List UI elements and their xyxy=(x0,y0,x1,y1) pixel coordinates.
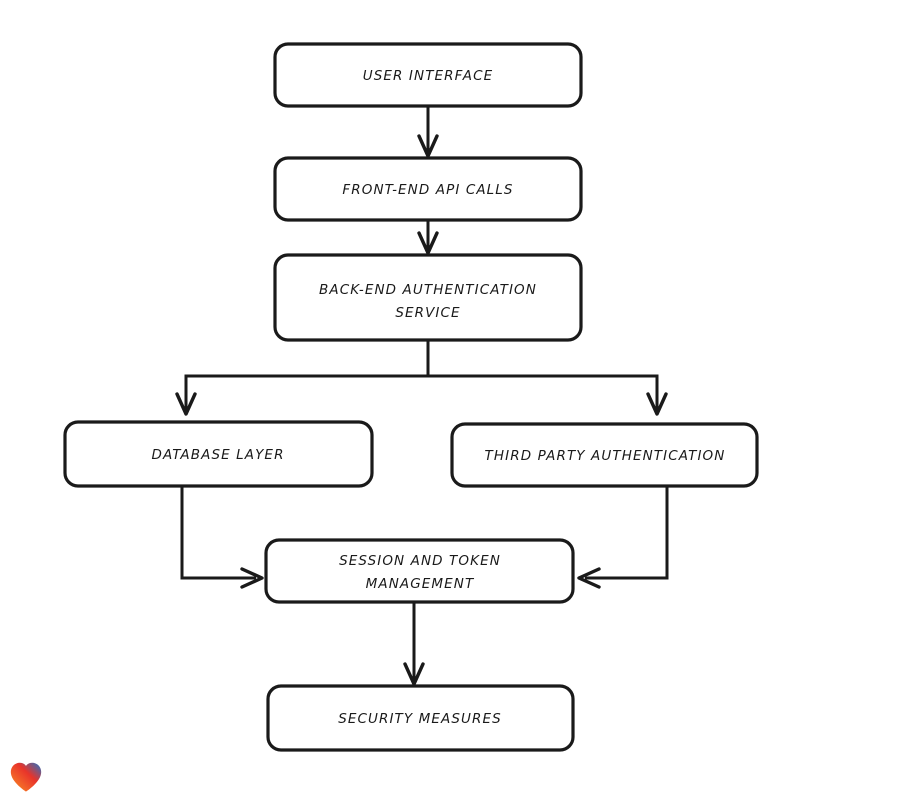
edge-backend-to-database xyxy=(175,340,430,416)
node-label-user-interface: USER INTERFACE xyxy=(363,68,493,84)
edge-ui-to-api xyxy=(417,106,439,158)
heart-icon xyxy=(10,762,42,792)
node-third-party-authentication[interactable]: THIRD PARTY AUTHENTICATION xyxy=(450,422,759,488)
node-label-security-measures: SECURITY MEASURES xyxy=(338,711,502,727)
node-label-back-end-authentication-service-line1: BACK-END AUTHENTICATION xyxy=(319,282,537,298)
node-label-database-layer: DATABASE LAYER xyxy=(151,447,284,463)
edge-backend-to-thirdparty xyxy=(428,374,668,416)
node-back-end-authentication-service[interactable]: BACK-END AUTHENTICATION SERVICE xyxy=(273,253,583,342)
edge-api-to-backend xyxy=(417,220,439,255)
edge-session-to-security xyxy=(403,602,425,686)
node-label-third-party-authentication: THIRD PARTY AUTHENTICATION xyxy=(485,448,726,464)
node-security-measures[interactable]: SECURITY MEASURES xyxy=(266,684,575,752)
node-label-session-and-token-management-line2: MANAGEMENT xyxy=(366,576,475,592)
edge-database-to-session xyxy=(180,486,264,589)
node-session-and-token-management[interactable]: SESSION AND TOKEN MANAGEMENT xyxy=(264,538,575,604)
node-front-end-api-calls[interactable]: FRONT-END API CALLS xyxy=(273,156,583,222)
node-label-session-and-token-management-line1: SESSION AND TOKEN xyxy=(339,553,501,569)
node-label-back-end-authentication-service-line2: SERVICE xyxy=(395,305,460,321)
edge-thirdparty-to-session xyxy=(577,486,669,589)
node-label-front-end-api-calls: FRONT-END API CALLS xyxy=(342,182,513,198)
node-database-layer[interactable]: DATABASE LAYER xyxy=(63,420,374,488)
node-user-interface[interactable]: USER INTERFACE xyxy=(273,42,583,108)
